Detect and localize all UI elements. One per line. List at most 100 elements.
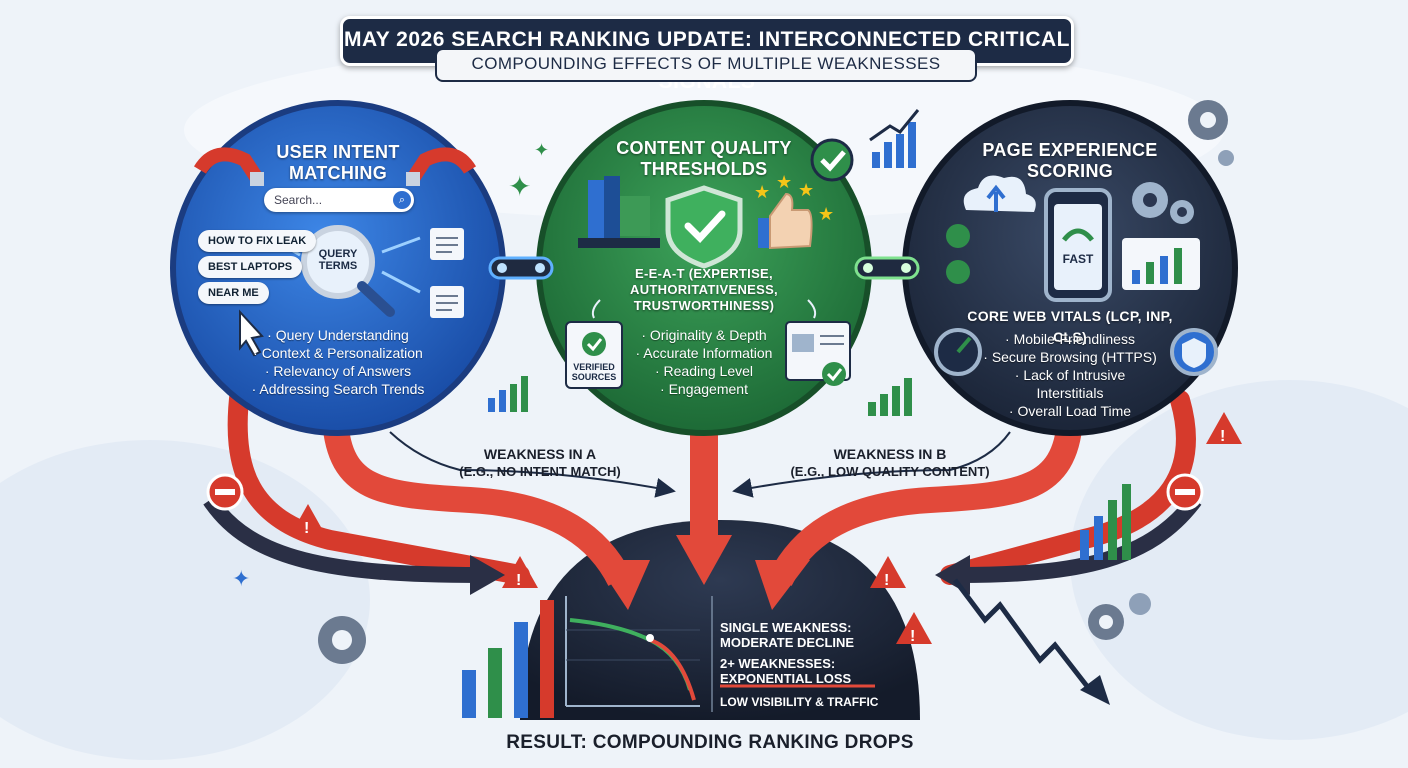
warning-icon: !	[870, 556, 906, 589]
article-check-icon	[785, 321, 851, 386]
bullet-item: Overall Load Time	[980, 402, 1160, 420]
background-blob	[1070, 380, 1408, 740]
multi-weakness-label: 2+ WEAKNESSES: EXPONENTIAL LOSS	[720, 656, 880, 686]
decline-arrowhead	[1080, 675, 1110, 705]
warning-icon: !	[1206, 412, 1242, 445]
document-icon	[430, 286, 464, 318]
experience-title-line: PAGE EXPERIENCE	[982, 140, 1158, 160]
bullet-item: Lack of Intrusive Interstitials	[980, 366, 1160, 402]
query-pill: NEAR ME	[198, 282, 269, 304]
weakness-line: (E.G., LOW QUALITY CONTENT)	[790, 464, 990, 479]
experience-bullets: Mobile-Friendliness Secure Browsing (HTT…	[980, 330, 1160, 420]
magnet-icon	[406, 147, 477, 186]
weakness-line: WEAKNESS IN B	[833, 446, 947, 462]
security-shield-icon	[1170, 328, 1218, 376]
background-blob	[0, 440, 370, 760]
low-visibility-label: LOW VISIBILITY & TRAFFIC	[720, 695, 879, 709]
gear-icon	[1188, 100, 1234, 166]
dark-arrowhead	[470, 555, 505, 595]
red-flow-arrow-right-inner	[768, 418, 1083, 587]
bullet-item: Accurate Information	[624, 344, 784, 362]
sparkle-icon: ✦	[534, 140, 549, 160]
arrow-line	[381, 236, 421, 254]
svg-text:★: ★	[776, 172, 792, 192]
pointer-arrow-a	[389, 431, 676, 498]
quality-title-line: CONTENT QUALITY	[616, 138, 792, 158]
eeat-line: AUTHORITATIVENESS,	[630, 282, 778, 297]
thumbs-up-icon	[758, 192, 813, 250]
red-arrowhead	[595, 560, 650, 610]
connector-ab	[488, 256, 554, 280]
intent-title-line: MATCHING	[288, 163, 388, 183]
bullet-item: Engagement	[624, 380, 784, 398]
intent-title-line: USER INTENT	[276, 142, 400, 162]
search-input[interactable]: Search... ⌕	[264, 188, 414, 212]
bar-chart-icon	[869, 109, 920, 168]
verified-line: VERIFIED	[573, 362, 615, 372]
weakness-b-label: WEAKNESS IN B (E.G., LOW QUALITY CONTENT…	[780, 446, 1000, 480]
gauge-icon	[934, 328, 982, 376]
bullet-item: Mobile-Friendliness	[980, 330, 1160, 348]
connector-node	[497, 263, 507, 273]
page-subtitle: COMPOUNDING EFFECTS OF MULTIPLE WEAKNESS…	[435, 48, 977, 82]
phone-icon	[1044, 188, 1112, 302]
magnet-icon	[193, 147, 264, 186]
verified-sources-icon	[565, 321, 623, 389]
magnifier-label: QUERY TERMS	[306, 248, 370, 272]
svg-text:★: ★	[754, 182, 770, 202]
document-icon	[430, 228, 464, 260]
bar-chart-icon	[868, 378, 912, 416]
weakness-line: WEAKNESS IN A	[483, 446, 597, 462]
verified-sources-label: VERIFIED SOURCES	[566, 362, 622, 382]
bullet-item: Query Understanding	[238, 326, 438, 344]
red-arrowhead	[755, 560, 810, 610]
eeat-label: E-E-A-T (EXPERTISE, AUTHORITATIVENESS, T…	[614, 266, 794, 314]
quality-bullets: Originality & Depth Accurate Information…	[624, 326, 784, 398]
pointer-arrow-eeat-right	[807, 299, 817, 319]
shield-check-icon	[665, 185, 743, 269]
svg-text:!: !	[304, 520, 309, 537]
pointer-arrow-b	[732, 431, 1011, 498]
outcome-line: 2+ WEAKNESSES:	[720, 656, 836, 671]
experience-title: PAGE EXPERIENCE SCORING	[960, 140, 1180, 182]
warning-icon: !	[502, 556, 538, 589]
gear-icon	[318, 616, 366, 664]
pointer-arrow-eeat-left	[591, 299, 601, 319]
red-flow-arrow-left-inner	[322, 418, 632, 587]
outcome-line: SINGLE WEAKNESS:	[720, 620, 852, 635]
svg-text:★: ★	[818, 204, 834, 224]
books-icon	[578, 176, 660, 248]
check-badge-icon	[810, 138, 854, 182]
search-icon[interactable]: ⌕	[393, 191, 411, 209]
stop-icon-bar	[215, 489, 235, 495]
svg-text:!: !	[1220, 428, 1225, 445]
query-pill: HOW TO FIX LEAK	[198, 230, 317, 252]
bullet-item: Context & Personalization	[238, 344, 438, 362]
sparkle-icon: ✦	[508, 171, 531, 202]
magnifier-icon	[301, 225, 395, 317]
query-pill: BEST LAPTOPS	[198, 256, 303, 278]
warning-icon: !	[896, 612, 932, 645]
result-caption: RESULT: COMPOUNDING RANKING DROPS	[506, 732, 914, 753]
bullet-item: Secure Browsing (HTTPS)	[980, 348, 1160, 366]
svg-text:!: !	[910, 628, 915, 645]
svg-text:!: !	[516, 572, 521, 589]
magnifier-label-line: QUERY	[318, 248, 358, 260]
outcome-line: MODERATE DECLINE	[720, 635, 855, 650]
bullet-item: Originality & Depth	[624, 326, 784, 344]
eeat-line: TRUSTWORTHINESS)	[633, 298, 775, 313]
bullet-item: Addressing Search Trends	[238, 380, 438, 398]
bullet-item: Reading Level	[624, 362, 784, 380]
weakness-line: (E.G., NO INTENT MATCH)	[459, 464, 621, 479]
ranking-bars	[462, 600, 554, 718]
phone-label: FAST	[1062, 252, 1094, 266]
eeat-line: E-E-A-T (EXPERTISE,	[635, 266, 773, 281]
experience-title-line: SCORING	[1026, 161, 1114, 181]
intent-bullets: Query Understanding Context & Personaliz…	[238, 326, 438, 398]
svg-text:!: !	[884, 572, 889, 589]
svg-text:★: ★	[798, 180, 814, 200]
connector-node	[863, 263, 873, 273]
weakness-a-label: WEAKNESS IN A (E.G., NO INTENT MATCH)	[440, 446, 640, 480]
search-placeholder: Search...	[274, 193, 323, 207]
